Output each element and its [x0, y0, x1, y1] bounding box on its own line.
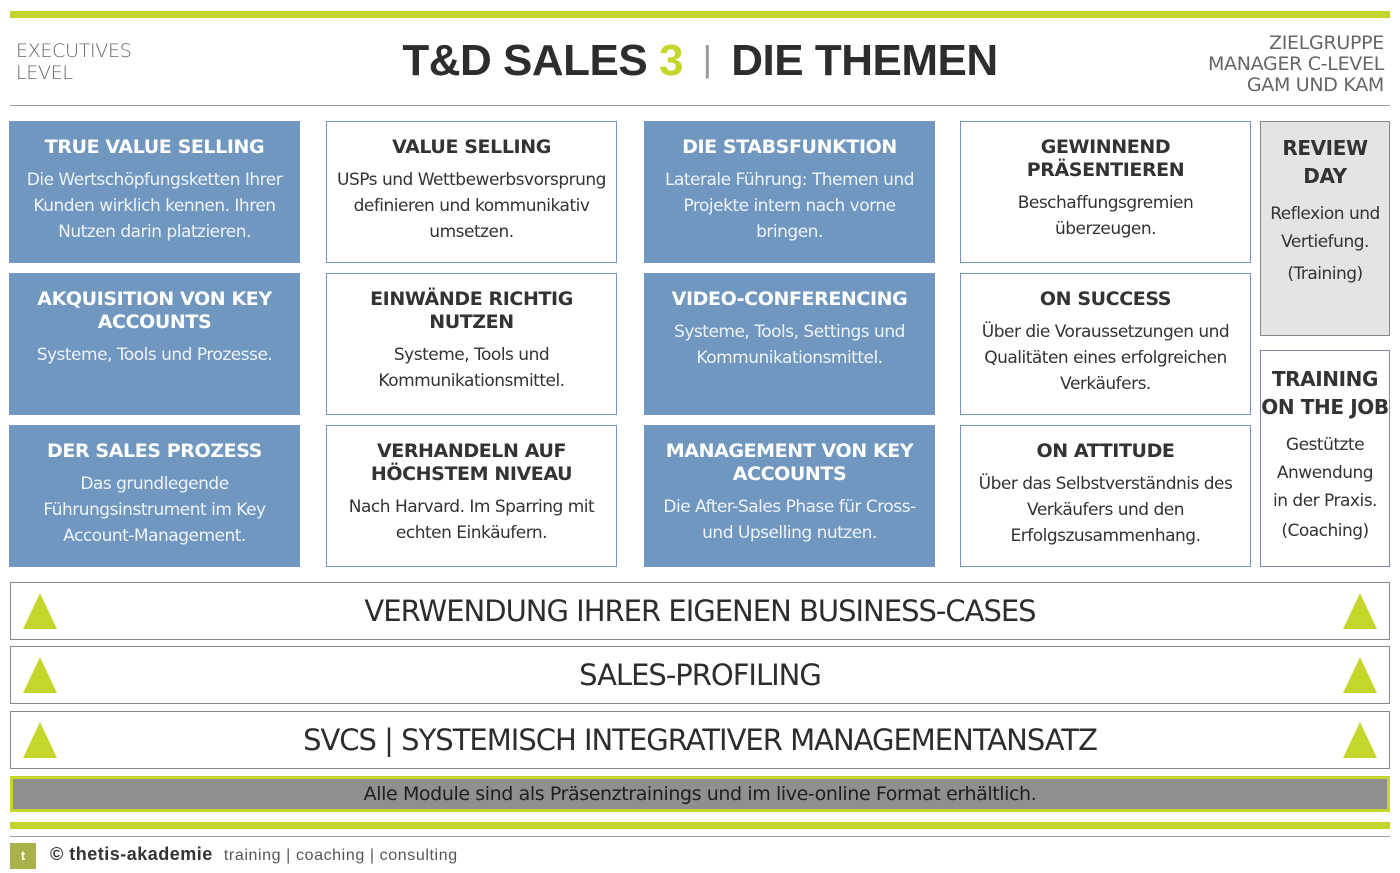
module-card-verhandeln: VERHANDELN AUF HÖCHSTEM NIVEAU Nach Harv… [326, 425, 617, 567]
top-accent-bar [10, 11, 1390, 18]
module-card-stabsfunktion: DIE STABSFUNKTION Laterale Führung: Them… [644, 121, 935, 263]
title-main: T&D SALES [402, 36, 648, 85]
card-description: Nach Harvard. Im Sparring mit echten Ein… [348, 497, 595, 543]
module-card-akquisition: AKQUISITION VON KEY ACCOUNTS Systeme, To… [9, 273, 300, 415]
triangle-up-icon [23, 722, 57, 758]
otj-title-line: TRAINING [1271, 367, 1379, 391]
otj-line: (Coaching) [1281, 521, 1369, 541]
card-title: VIDEO-CONFERENCING [671, 288, 908, 310]
triangle-up-icon [1343, 593, 1377, 629]
footer-tagline: training | coaching | consulting [223, 847, 458, 864]
review-day-box: REVIEW DAY Reflexion und Vertiefung. (Tr… [1260, 121, 1390, 336]
review-day-line: Vertiefung. [1281, 232, 1369, 252]
triangle-up-icon [1343, 722, 1377, 758]
card-title: VALUE SELLING [392, 136, 551, 158]
review-day-line: Reflexion und [1270, 204, 1380, 224]
target-group-line3: GAM UND KAM [1246, 74, 1384, 96]
card-description: Laterale Führung: Themen und Projekte in… [664, 170, 915, 242]
card-title: DIE STABSFUNKTION [682, 136, 897, 158]
card-description: Systeme, Tools und Kommunikationsmittel. [378, 345, 565, 391]
band-business-cases: VERWENDUNG IHRER EIGENEN BUSINESS-CASES [10, 582, 1390, 640]
module-card-on-success: ON SUCCESS Über die Voraussetzungen und … [960, 273, 1251, 415]
band-sales-profiling: SALES-PROFILING [10, 646, 1390, 704]
card-title: VERHANDELN AUF HÖCHSTEM NIVEAU [370, 440, 573, 485]
band-label: SVCS | SYSTEMISCH INTEGRATIVER MANAGEMEN… [303, 723, 1098, 757]
thetis-logo-icon: t [10, 843, 36, 869]
card-description: Die After-Sales Phase für Cross- und Ups… [663, 497, 916, 543]
otj-title-line: ON THE JOB [1261, 395, 1389, 419]
availability-note: Alle Module sind als Präsenztrainings un… [10, 776, 1390, 812]
title-separator: | [702, 38, 712, 79]
band-label: SALES-PROFILING [579, 658, 822, 692]
target-group: ZIELGRUPPE MANAGER C-LEVEL GAM UND KAM [1208, 33, 1384, 96]
triangle-up-icon [1343, 657, 1377, 693]
module-card-on-attitude: ON ATTITUDE Über das Selbstverständnis d… [960, 425, 1251, 567]
card-title: AKQUISITION VON KEY ACCOUNTS [37, 288, 272, 333]
module-card-management-key-accounts: MANAGEMENT VON KEY ACCOUNTS Die After-Sa… [644, 425, 935, 567]
module-card-value-selling: VALUE SELLING USPs und Wettbewerbsvorspr… [326, 121, 617, 263]
footer-divider [10, 836, 1390, 837]
level-label-line1: EXECUTIVES [16, 40, 132, 62]
card-description: USPs und Wettbewerbsvorsprung definieren… [337, 170, 606, 242]
module-card-sales-prozess: DER SALES PROZESS Das grundlegende Führu… [9, 425, 300, 567]
training-on-the-job-box: TRAINING ON THE JOB Gestützte Anwendung … [1260, 350, 1390, 567]
band-svcs: SVCS | SYSTEMISCH INTEGRATIVER MANAGEMEN… [10, 711, 1390, 769]
card-description: Systeme, Tools, Settings und Kommunikati… [674, 322, 905, 368]
card-description: Die Wertschöpfungsketten Ihrer Kunden wi… [26, 170, 283, 242]
module-card-gewinnend-praesentieren: GEWINNEND PRÄSENTIEREN Beschaffungsgremi… [960, 121, 1251, 263]
review-day-title: REVIEW DAY [1282, 136, 1368, 188]
module-card-einwaende: EINWÄNDE RICHTIG NUTZEN Systeme, Tools u… [326, 273, 617, 415]
otj-line: Anwendung [1276, 463, 1374, 483]
level-label-line2: LEVEL [16, 62, 73, 84]
footer-brand: © thetis-akademie [50, 844, 213, 864]
card-title: TRUE VALUE SELLING [44, 136, 265, 158]
card-title: GEWINNEND PRÄSENTIEREN [1026, 136, 1185, 181]
card-description: Über die Voraussetzungen und Qualitäten … [981, 322, 1230, 394]
band-label: VERWENDUNG IHRER EIGENEN BUSINESS-CASES [364, 594, 1036, 628]
card-description: Über das Selbstverständnis des Verkäufer… [978, 474, 1233, 546]
triangle-up-icon [23, 657, 57, 693]
otj-line: Gestützte [1285, 435, 1365, 455]
review-day-line: (Training) [1287, 264, 1363, 284]
target-group-line1: ZIELGRUPPE [1269, 32, 1384, 54]
module-card-video-conferencing: VIDEO-CONFERENCING Systeme, Tools, Setti… [644, 273, 935, 415]
card-title: ON SUCCESS [1039, 288, 1172, 310]
module-card-true-value-selling: TRUE VALUE SELLING Die Wertschöpfungsket… [9, 121, 300, 263]
card-title: DER SALES PROZESS [47, 440, 262, 462]
header-divider [10, 105, 1390, 106]
card-description: Systeme, Tools und Prozesse. [36, 345, 273, 365]
footer: © thetis-akademie training | coaching | … [50, 844, 458, 865]
page-title: T&D SALES 3 | DIE THEMEN [0, 36, 1400, 86]
level-label: EXECUTIVES LEVEL [16, 40, 132, 84]
card-description: Beschaffungsgremien überzeugen. [1017, 193, 1194, 239]
card-title: ON ATTITUDE [1036, 440, 1175, 462]
card-title: EINWÄNDE RICHTIG NUTZEN [370, 288, 573, 333]
bottom-accent-bar [10, 822, 1390, 829]
target-group-line2: MANAGER C-LEVEL [1207, 53, 1384, 75]
otj-line: in der Praxis. [1273, 491, 1377, 511]
triangle-up-icon [23, 593, 57, 629]
card-title: MANAGEMENT VON KEY ACCOUNTS [665, 440, 914, 485]
card-description: Das grundlegende Führungsinstrument im K… [43, 474, 266, 546]
title-number: 3 [658, 36, 683, 85]
title-sub: DIE THEMEN [731, 36, 998, 85]
